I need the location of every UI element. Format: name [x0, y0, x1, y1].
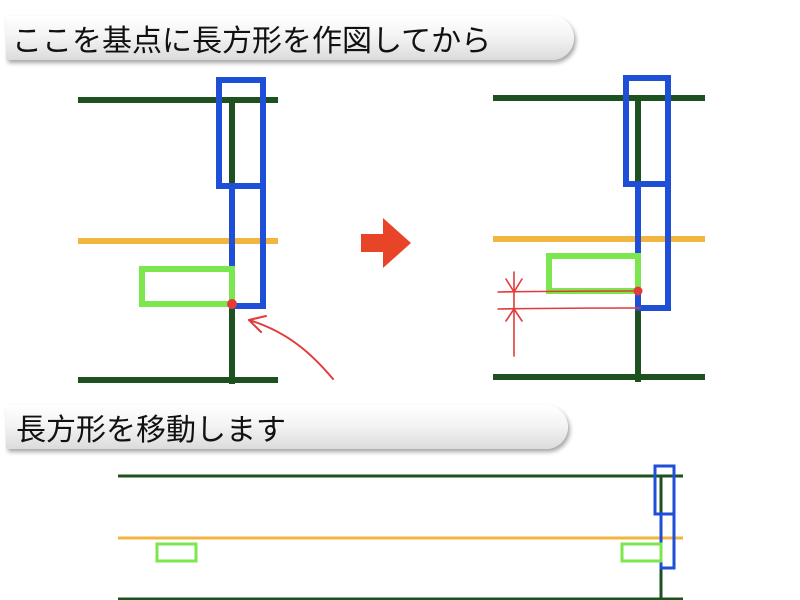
base-point-dot — [633, 286, 643, 296]
caption-step-2-text: 長方形を移動します — [16, 413, 286, 448]
caption-step-2: 長方形を移動します — [6, 405, 568, 449]
dimension-arrows-icon — [497, 271, 641, 357]
target-rect — [546, 253, 641, 294]
column-rect-lower — [659, 512, 676, 570]
panel-before — [78, 77, 334, 384]
column-rect-lower — [635, 181, 671, 311]
column-rect-upper — [623, 75, 671, 187]
target-rect-original — [155, 542, 198, 563]
caption-step-1-text: ここを基点に長方形を作図してから — [12, 24, 492, 59]
caption-step-1: ここを基点に長方形を作図してから — [6, 16, 574, 60]
panel-after — [493, 75, 705, 382]
curved-arrow-icon — [248, 315, 334, 380]
column-rect-upper — [216, 77, 266, 189]
target-rect — [139, 266, 235, 307]
base-point-dot — [227, 299, 237, 309]
right-arrow-icon — [361, 218, 411, 268]
target-rect-moved — [620, 542, 663, 563]
column-rect-lower — [229, 183, 266, 309]
panel-moved — [118, 464, 683, 600]
column-rect-upper — [653, 464, 676, 516]
